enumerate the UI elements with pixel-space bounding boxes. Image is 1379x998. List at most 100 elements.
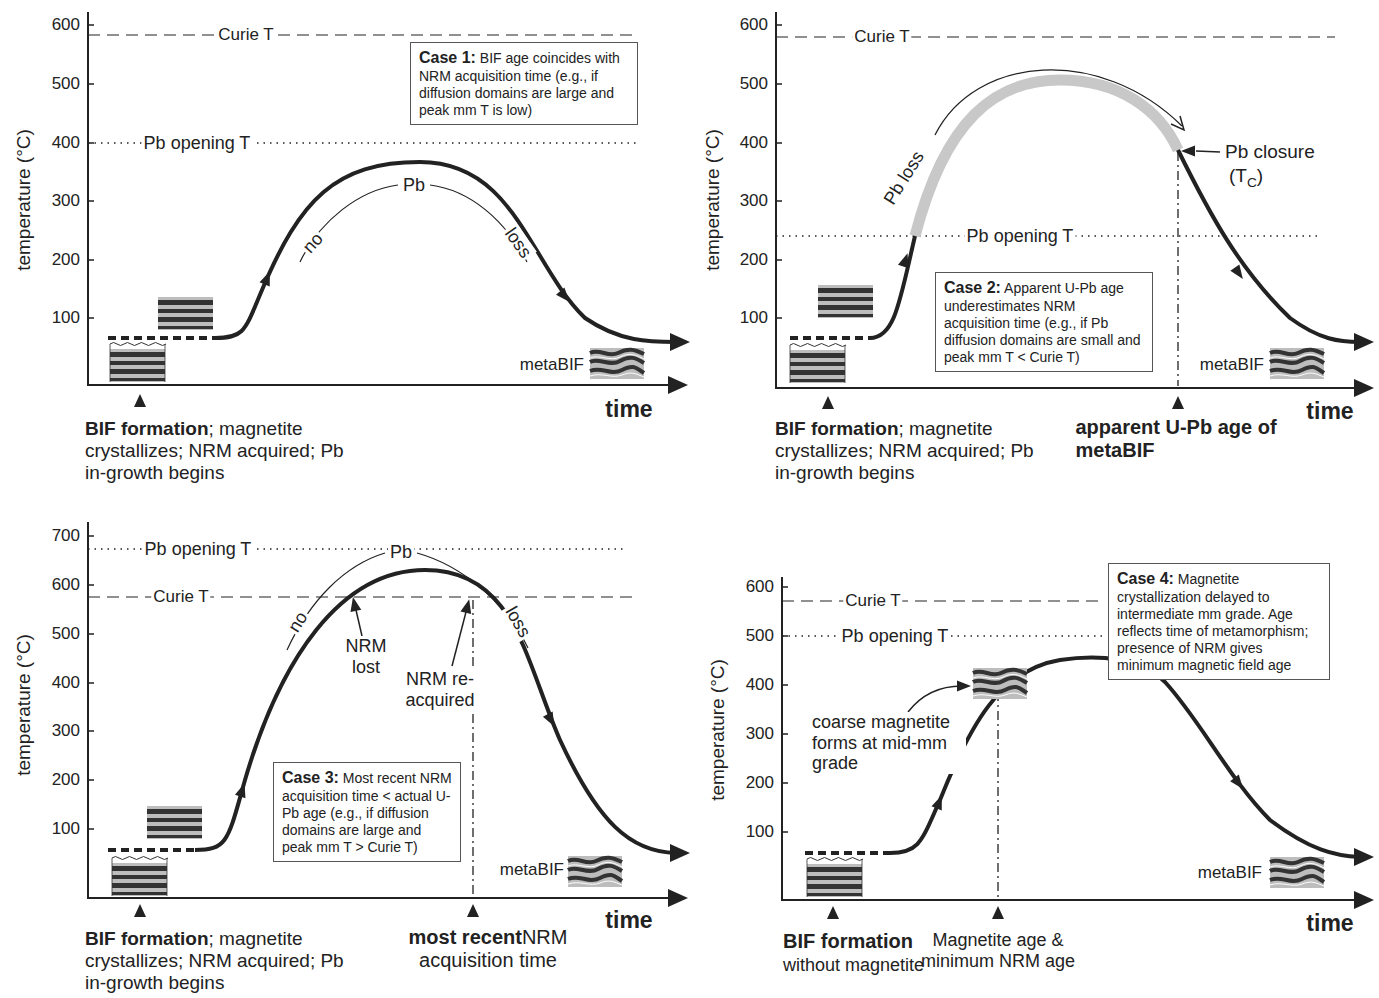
- label: Pb opening T: [145, 539, 252, 559]
- panel-3-part: [452, 612, 466, 666]
- label: Pb opening T: [967, 226, 1074, 246]
- panel-4-part: [805, 851, 890, 855]
- label-block: temperature (°C): [702, 127, 724, 273]
- panel-2-symbols-part: [1354, 333, 1374, 351]
- panel-2-symbols-part: [790, 344, 846, 384]
- panel-4-symbols-part: [1354, 848, 1374, 866]
- label-block: 100: [738, 308, 770, 328]
- label-block: 200: [744, 773, 776, 793]
- panel-3-symbols-part: [235, 782, 250, 799]
- panel-1-part: [88, 12, 672, 385]
- label: 100: [52, 308, 80, 327]
- label: 600: [52, 15, 80, 34]
- label: time: [605, 907, 652, 933]
- panel-4-part: [782, 600, 1105, 601]
- label-block: 300: [50, 721, 82, 741]
- panel-2-symbols-part: [818, 285, 873, 318]
- label: Curie T: [854, 27, 909, 46]
- panel-1-symbols-part: [556, 288, 573, 306]
- label: metaBIF: [500, 860, 564, 879]
- label: Pb: [403, 175, 425, 195]
- label: 500: [52, 624, 80, 643]
- panel-4-symbols-part: [1354, 891, 1374, 909]
- label-block: 400: [738, 133, 770, 153]
- label-block: no: [297, 227, 328, 259]
- panel-2-symbols-part: [822, 396, 834, 409]
- panel-1: [88, 12, 676, 385]
- label: time: [1306, 398, 1353, 424]
- label: (T: [1229, 165, 1247, 186]
- label: Pb loss: [880, 147, 928, 208]
- panel-2-symbols-part: [1172, 396, 1184, 409]
- label: 700: [52, 526, 80, 545]
- label-block: 200: [738, 250, 770, 270]
- label-block: metaBIF: [1198, 355, 1266, 375]
- label: most recent: [409, 926, 522, 948]
- label: Pb opening T: [144, 133, 251, 153]
- label: C: [1247, 175, 1257, 190]
- label: 400: [740, 133, 768, 152]
- label-block: BIF formation: [781, 930, 915, 953]
- label-block: 300: [50, 191, 82, 211]
- panel-3-symbols-part: [668, 889, 688, 907]
- panel-2-part: [935, 70, 1182, 135]
- panel-3-symbols-part: [467, 904, 479, 917]
- label-block: 500: [738, 74, 770, 94]
- label: loss: [501, 224, 536, 262]
- panel-2-part: [790, 336, 870, 340]
- label: 100: [740, 308, 768, 327]
- label-block: time: [603, 396, 654, 422]
- label: time: [1306, 910, 1353, 936]
- panel-1-symbols-part: [670, 333, 690, 351]
- label-block: metaBIF: [1196, 863, 1264, 883]
- label: BIF formation: [783, 930, 913, 952]
- panel-4-symbols-part: [1270, 857, 1324, 888]
- panel-4-symbols-part: [932, 793, 947, 810]
- label-block: Curie T: [216, 25, 275, 45]
- label: BIF formation: [85, 928, 209, 949]
- label: 200: [740, 250, 768, 269]
- panel-4-symbols-part: [973, 668, 1027, 699]
- label-block: time: [1304, 398, 1355, 424]
- label-block: 400: [50, 133, 82, 153]
- panel-3: [88, 522, 676, 898]
- panel-3-part: [356, 610, 362, 636]
- label-block: Curie T: [151, 587, 210, 607]
- panel-4-symbols-part: [992, 906, 1004, 919]
- label-block: loss: [500, 601, 536, 643]
- panel-3-symbols-part: [134, 904, 146, 917]
- panel-2-part: [776, 12, 1362, 388]
- label-block: time: [603, 907, 654, 933]
- label-block: without magnetite: [781, 955, 926, 976]
- label: 300: [52, 191, 80, 210]
- label: 300: [746, 724, 774, 743]
- label: no: [299, 229, 327, 257]
- label: metaBIF: [1200, 355, 1264, 374]
- label-block: Pb: [388, 542, 414, 563]
- label: metaBIF: [1198, 863, 1262, 882]
- case-heading: Case 3:: [282, 769, 339, 786]
- panel-1-part: [108, 336, 215, 340]
- label: 300: [740, 191, 768, 210]
- label: BIF formation: [775, 418, 899, 439]
- label-block: Pb closure: [1223, 141, 1317, 163]
- panel-3-part: [88, 536, 94, 829]
- label: Curie T: [153, 587, 208, 606]
- panel-3-symbols-part: [348, 596, 362, 612]
- panel-4-part: [908, 686, 962, 712]
- label-block: coarse magnetite forms at mid-mm grade: [810, 712, 966, 774]
- label: temperature (°C): [13, 129, 34, 271]
- label: Curie T: [218, 25, 273, 44]
- label: 600: [52, 575, 80, 594]
- label-block: Magnetite age & minimum NRM age: [901, 930, 1095, 971]
- label: NRM lost: [346, 636, 387, 677]
- label-block: BIF formation; magnetite crystallizes; N…: [773, 418, 1042, 484]
- label-block: 200: [50, 250, 82, 270]
- label-block: 400: [744, 675, 776, 695]
- panel-4-symbols: [807, 668, 1374, 919]
- label: 500: [740, 74, 768, 93]
- label: ): [1257, 165, 1263, 186]
- panel-1-symbols-part: [668, 376, 688, 394]
- panel-3-symbols-part: [543, 711, 559, 729]
- panel-1-symbols-part: [590, 348, 644, 379]
